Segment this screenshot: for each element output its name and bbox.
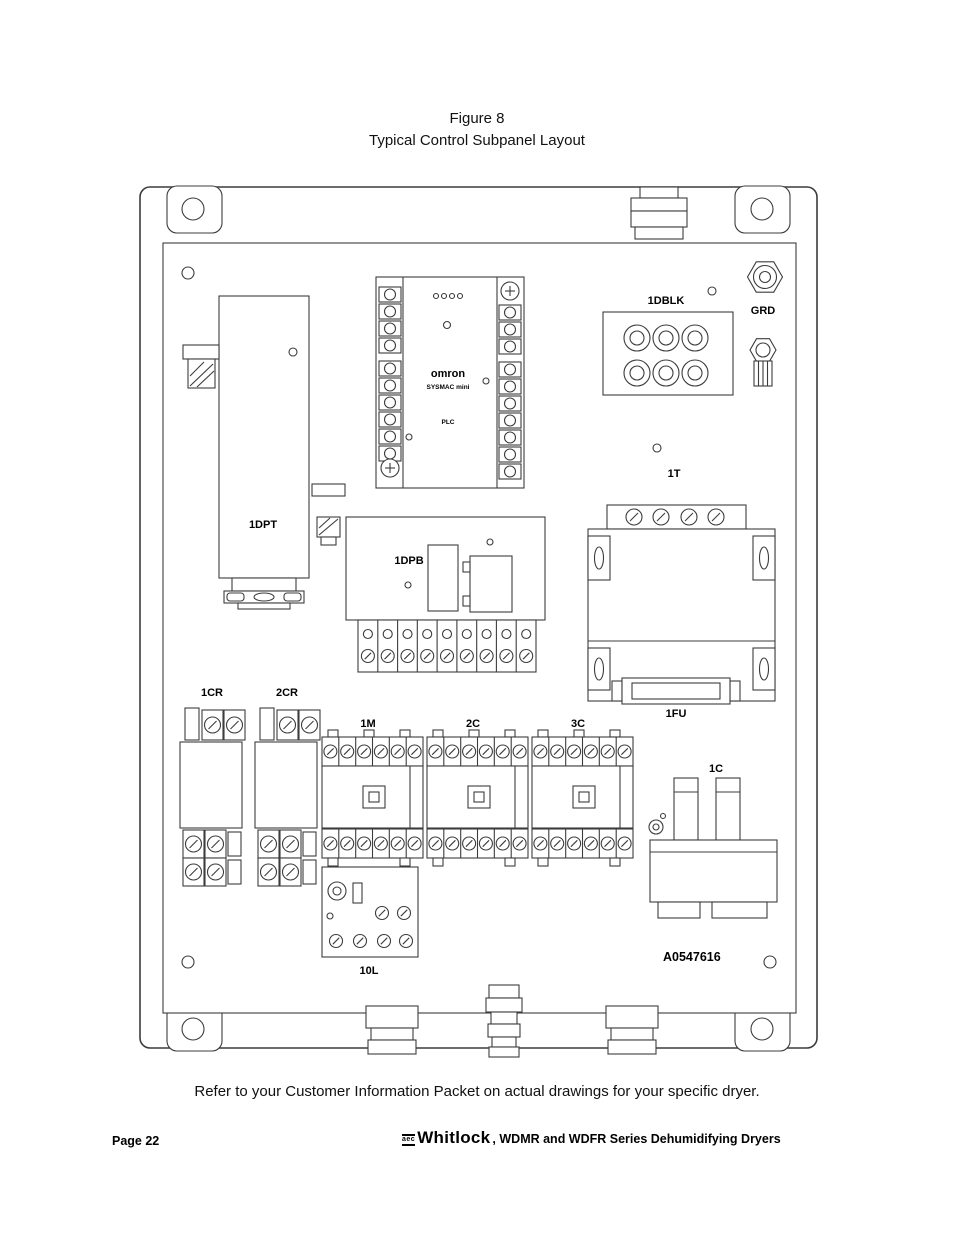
relay-2cr: 2CR bbox=[254, 687, 321, 887]
panel-screw bbox=[181, 266, 195, 280]
figure-number: Figure 8 bbox=[449, 110, 505, 127]
bottom-cable-gland-left bbox=[365, 1005, 419, 1055]
distribution-block-1dblk: 1DBLK bbox=[602, 295, 734, 396]
mounting-hole bbox=[707, 286, 717, 296]
t1-label: 1T bbox=[668, 468, 681, 480]
fu-label: 1FU bbox=[666, 708, 687, 720]
l10-label: 10L bbox=[360, 965, 379, 977]
c2-label: 2C bbox=[466, 718, 480, 730]
contactor-1c: 1C bbox=[648, 763, 778, 919]
aec-logo-mark: aec bbox=[402, 1134, 416, 1146]
ground-terminal: GRD bbox=[746, 261, 784, 387]
figure-title: Typical Control Subpanel Layout bbox=[369, 132, 585, 149]
whitlock-logo: Whitlock bbox=[417, 1128, 491, 1147]
cr2-label: 2CR bbox=[276, 687, 298, 699]
plc-type-label: PLC bbox=[442, 419, 455, 426]
plc-unit: omron SYSMAC mini PLC bbox=[375, 276, 525, 489]
overload-10l: 10L bbox=[321, 866, 419, 977]
footer-brand-line: aec Whitlock , WDMR and WDFR Series Dehu… bbox=[402, 1128, 781, 1148]
figure-caption: Figure 8 Typical Control Subpanel Layout bbox=[0, 108, 954, 152]
c1-label: 1C bbox=[709, 763, 723, 775]
contactor-1m: 1M bbox=[321, 718, 424, 867]
contactor-3c: 3C bbox=[531, 718, 634, 867]
panel-screw bbox=[763, 955, 777, 969]
m1-label: 1M bbox=[360, 718, 375, 730]
part-number: A0547616 bbox=[663, 950, 721, 964]
relay-1cr: 1CR bbox=[179, 687, 246, 887]
dpt-transformer: 1DPT bbox=[218, 295, 310, 610]
plc-brand-label: omron bbox=[431, 368, 466, 380]
page-footer: Page 22 aec Whitlock , WDMR and WDFR Ser… bbox=[0, 1126, 954, 1160]
transformer-1t: 1T 1FU bbox=[587, 468, 776, 720]
panel-screw bbox=[181, 955, 195, 969]
page-number: Page 22 bbox=[112, 1134, 160, 1148]
contactor-2c: 2C bbox=[426, 718, 529, 867]
dblk-label: 1DBLK bbox=[648, 295, 685, 307]
mounting-clamp-left bbox=[182, 344, 220, 389]
dpb-label: 1DPB bbox=[394, 555, 423, 567]
plc-model-label: SYSMAC mini bbox=[427, 384, 470, 391]
bottom-cable-gland-center bbox=[485, 984, 523, 1058]
dpt-label: 1DPT bbox=[249, 519, 277, 531]
grd-label: GRD bbox=[751, 305, 776, 317]
cr1-label: 1CR bbox=[201, 687, 223, 699]
mounting-hole bbox=[652, 443, 662, 453]
c3-label: 3C bbox=[571, 718, 585, 730]
body-note: Refer to your Customer Information Packe… bbox=[194, 1083, 760, 1100]
footer-series-text: , WDMR and WDFR Series Dehumidifying Dry… bbox=[492, 1132, 781, 1146]
top-cable-gland bbox=[630, 186, 688, 240]
mounting-clamp-right bbox=[311, 483, 346, 546]
bottom-cable-gland-right bbox=[605, 1005, 659, 1055]
fuse-1fu: 1FU bbox=[611, 677, 741, 720]
power-block-1dpb: 1DPB bbox=[345, 516, 546, 673]
